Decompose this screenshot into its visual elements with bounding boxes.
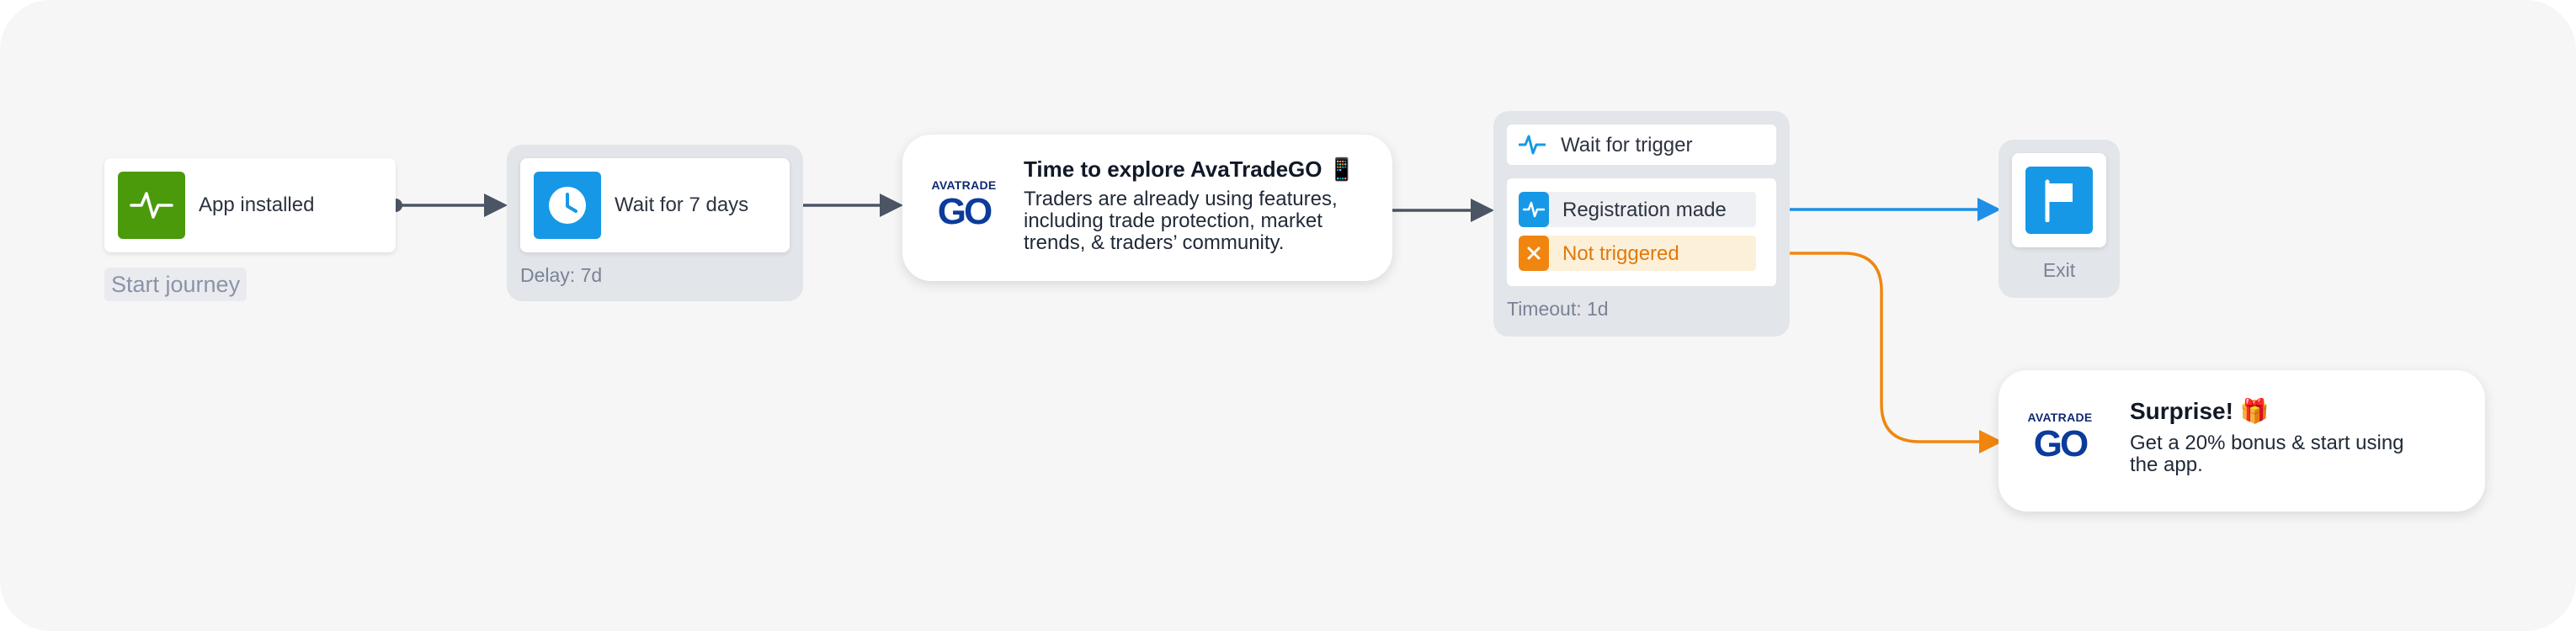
flag-icon bbox=[2025, 167, 2093, 234]
trigger-panel[interactable]: Wait for trigger Registration made Not t… bbox=[1493, 111, 1790, 337]
start-journey-caption-text: Start journey bbox=[111, 272, 241, 297]
start-journey-caption: Start journey bbox=[104, 268, 247, 301]
connector-not-triggered-to-message bbox=[1770, 247, 2003, 453]
logo-mark-text: GO bbox=[937, 191, 993, 232]
trigger-header: Wait for trigger bbox=[1507, 125, 1776, 165]
connector-message-to-trigger bbox=[1376, 199, 1494, 222]
trigger-branches: Registration made Not triggered bbox=[1507, 178, 1776, 286]
exit-node[interactable] bbox=[2012, 153, 2106, 247]
connector-start-to-delay bbox=[389, 194, 508, 217]
activity-pulse-icon bbox=[118, 172, 185, 239]
logo-mark-text: GO bbox=[2033, 423, 2089, 464]
branch-registration-label: Registration made bbox=[1562, 199, 1727, 221]
branch-registration-made[interactable]: Registration made bbox=[1519, 192, 1756, 227]
avatrade-go-logo: AVATRADE GO bbox=[926, 178, 1002, 237]
logo-brand-text: AVATRADE bbox=[931, 178, 997, 192]
connector-registration-to-exit bbox=[1770, 198, 2001, 221]
start-node-label: App installed bbox=[199, 194, 315, 216]
activity-pulse-icon bbox=[1519, 192, 1549, 227]
delay-node[interactable]: Wait for 7 days bbox=[520, 158, 790, 252]
message-title: Time to explore AvaTradeGO 📱 bbox=[1024, 156, 1356, 182]
delay-caption: Delay: 7d bbox=[520, 264, 603, 286]
branch-not-triggered[interactable]: Not triggered bbox=[1519, 236, 1756, 271]
message-title: Surprise! 🎁 bbox=[2130, 398, 2270, 424]
message-body: Traders are already using features, incl… bbox=[1024, 188, 1338, 254]
trigger-header-label: Wait for trigger bbox=[1561, 134, 1693, 156]
delay-panel[interactable]: Wait for 7 days Delay: 7d bbox=[507, 145, 803, 301]
message-node-surprise[interactable]: AVATRADE GO Surprise! 🎁 Get a 20% bonus … bbox=[1999, 370, 2485, 512]
logo-brand-text: AVATRADE bbox=[2027, 411, 2093, 424]
message-node-explore[interactable]: AVATRADE GO Time to explore AvaTradeGO 📱… bbox=[902, 135, 1392, 281]
trigger-timeout-caption: Timeout: 1d bbox=[1507, 298, 1609, 320]
delay-node-label: Wait for 7 days bbox=[615, 194, 749, 216]
exit-caption: Exit bbox=[2042, 259, 2076, 281]
start-node[interactable]: App installed bbox=[104, 158, 396, 252]
branch-not-triggered-label: Not triggered bbox=[1562, 242, 1679, 265]
clock-icon bbox=[534, 172, 601, 239]
message-body: Get a 20% bonus & start using the app. bbox=[2130, 432, 2404, 476]
exit-panel[interactable]: Exit bbox=[1999, 140, 2120, 298]
activity-pulse-icon bbox=[1519, 131, 1546, 158]
close-x-icon bbox=[1519, 236, 1549, 271]
avatrade-go-logo: AVATRADE GO bbox=[2022, 411, 2098, 469]
